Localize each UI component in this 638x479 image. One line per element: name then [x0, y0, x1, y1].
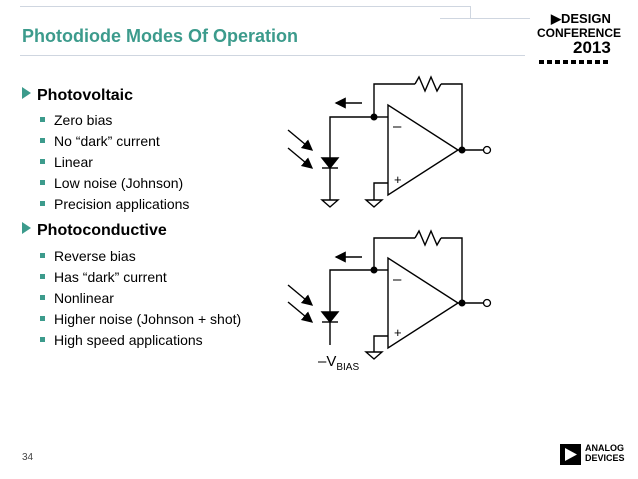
- square-bullet-icon: [40, 337, 45, 342]
- list-item: No “dark” current: [40, 133, 160, 149]
- ground-icon: [364, 199, 384, 208]
- section-heading-text: Photovoltaic: [37, 87, 134, 104]
- company-name-line1: ANALOG: [585, 443, 624, 453]
- section-heading-photovoltaic: Photovoltaic: [22, 87, 133, 105]
- list-item: Low noise (Johnson): [40, 175, 183, 191]
- header-deco-line: [20, 55, 525, 56]
- header-deco-line: [470, 6, 471, 18]
- list-item-text: Higher noise (Johnson + shot): [54, 311, 242, 327]
- list-item: Reverse bias: [40, 248, 136, 264]
- noninverting-sign: +: [394, 325, 402, 340]
- light-arrow-icon: [287, 147, 314, 169]
- list-item: Has “dark” current: [40, 269, 167, 285]
- square-bullet-icon: [40, 138, 45, 143]
- list-item: Linear: [40, 154, 93, 170]
- square-bullet-icon: [40, 201, 45, 206]
- ground-icon: [364, 351, 384, 360]
- light-arrow-icon: [287, 129, 314, 151]
- slide-title: Photodiode Modes Of Operation: [22, 26, 298, 46]
- list-item-text: High speed applications: [54, 332, 203, 348]
- noninverting-sign: +: [394, 172, 402, 187]
- list-item: Precision applications: [40, 196, 189, 212]
- list-item-text: Precision applications: [54, 196, 190, 212]
- logo-pattern-icon: [539, 60, 608, 64]
- logo-year-text: 2013: [573, 38, 611, 57]
- op-amp-triangle-icon: [387, 256, 460, 350]
- vbias-subscript: BIAS: [336, 362, 360, 373]
- list-item: Higher noise (Johnson + shot): [40, 311, 241, 327]
- square-bullet-icon: [40, 180, 45, 185]
- analog-devices-logo-text: ANALOG DEVICES: [585, 443, 625, 463]
- inverting-sign: –: [393, 118, 402, 135]
- list-item-text: Nonlinear: [54, 290, 114, 306]
- company-name-line2: DEVICES: [585, 453, 625, 463]
- list-item-text: Low noise (Johnson): [54, 175, 184, 191]
- square-bullet-icon: [40, 253, 45, 258]
- list-item: High speed applications: [40, 332, 203, 348]
- output-terminal-icon: [482, 298, 492, 308]
- feedback-resistor-icon: [414, 229, 442, 247]
- triangle-bullet-icon: [22, 87, 31, 99]
- photovoltaic-circuit: [287, 75, 484, 208]
- list-item-text: Reverse bias: [54, 248, 136, 264]
- light-arrow-icon: [287, 301, 314, 323]
- design-conference-logo: ▶DESIGN CONFERENCE 2013: [537, 12, 629, 66]
- square-bullet-icon: [40, 295, 45, 300]
- analog-devices-logo-icon: [560, 444, 581, 465]
- logo-design-text: ▶DESIGN: [551, 11, 611, 26]
- photodiode-icon: [320, 311, 340, 324]
- section-heading-photoconductive: Photoconductive: [22, 222, 167, 240]
- feedback-resistor-icon: [414, 75, 442, 93]
- light-arrow-icon: [287, 284, 314, 306]
- op-amp-triangle-icon: [387, 103, 460, 197]
- list-item-text: Linear: [54, 154, 93, 170]
- list-item-text: Has “dark” current: [54, 269, 167, 285]
- triangle-bullet-icon: [22, 222, 31, 234]
- output-terminal-icon: [482, 145, 492, 155]
- page-number: 34: [22, 452, 34, 463]
- vbias-prefix: –V: [318, 353, 337, 370]
- ground-icon: [320, 199, 340, 208]
- header-deco-line: [440, 18, 530, 19]
- list-item: Zero bias: [40, 112, 112, 128]
- inverting-sign: –: [393, 271, 402, 288]
- photoconductive-circuit: [287, 229, 484, 360]
- vbias-label: –VBIAS: [318, 353, 359, 373]
- section-heading-text: Photoconductive: [37, 222, 167, 239]
- list-item-text: Zero bias: [54, 112, 113, 128]
- header-deco-line: [20, 6, 470, 7]
- list-item-text: No “dark” current: [54, 133, 160, 149]
- photodiode-icon: [320, 157, 340, 170]
- square-bullet-icon: [40, 316, 45, 321]
- square-bullet-icon: [40, 274, 45, 279]
- list-item: Nonlinear: [40, 290, 114, 306]
- square-bullet-icon: [40, 159, 45, 164]
- logo-conference-text: CONFERENCE: [537, 26, 622, 40]
- square-bullet-icon: [40, 117, 45, 122]
